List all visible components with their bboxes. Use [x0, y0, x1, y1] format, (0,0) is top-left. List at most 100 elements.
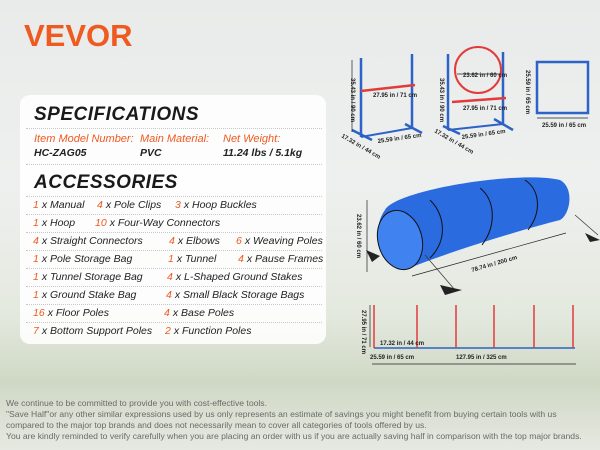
- disclaimer-line: You are kindly reminded to verify carefu…: [6, 431, 582, 441]
- accessory-label: x Bottom Support Poles: [41, 325, 153, 337]
- divider: [26, 286, 322, 287]
- tunnel-diagram: 23.62 in / 60 cm 78.74 in / 200 cm: [355, 177, 600, 295]
- jump-depth-label: 17.32 in / 44 cm: [340, 134, 381, 161]
- weight-label: Net Weight:: [223, 133, 281, 145]
- accessory-label: x Floor Poles: [47, 307, 109, 319]
- accessory-count: 4: [166, 289, 172, 301]
- jump-bar-label: 27.95 in / 71 cm: [373, 93, 417, 99]
- accessory-count: 10: [95, 217, 107, 229]
- accessory-count: 1: [33, 289, 39, 301]
- divider: [26, 250, 322, 251]
- model-label: Item Model Number:: [34, 133, 134, 145]
- divider: [26, 214, 322, 215]
- jump-width-label: 25.59 in / 65 cm: [377, 133, 421, 145]
- accessory-label: x Function Poles: [173, 325, 252, 337]
- divider: [26, 128, 322, 129]
- weave-length-label: 127.95 in / 325 cm: [456, 355, 507, 361]
- divider: [26, 164, 322, 165]
- disclaimer-line: compared to the major top brands and doe…: [6, 420, 427, 430]
- jump-diagram: 35.43 in / 90 cm 27.95 in / 71 cm 25.59 …: [340, 54, 423, 161]
- specifications-heading: SPECIFICATIONS: [34, 104, 199, 125]
- accessory-label: x Elbows: [177, 235, 220, 247]
- frame-height-label: 25.59 in / 65 cm: [524, 70, 530, 114]
- accessory-label: x L-Shaped Ground Stakes: [175, 271, 303, 283]
- specifications-card: [20, 95, 326, 344]
- jump-height-label: 35.43 in / 90 cm: [349, 78, 355, 122]
- model-value: HC-ZAG05: [34, 147, 87, 159]
- accessory-label: x Tunnel: [176, 253, 217, 265]
- tunnel-diameter-label: 23.62 in / 60 cm: [355, 214, 361, 258]
- accessory-label: x Four-Way Connectors: [109, 217, 221, 229]
- accessory-count: 16: [33, 307, 45, 319]
- accessory-count: 4: [164, 307, 170, 319]
- pause-frame-diagram: 25.59 in / 65 cm 25.59 in / 65 cm: [524, 60, 590, 129]
- accessory-label: x Straight Connectors: [41, 235, 143, 247]
- hoop-diameter-label: 23.62 in / 60 cm: [463, 73, 507, 79]
- accessory-label: x Pole Storage Bag: [41, 253, 133, 265]
- hoop-height-label: 35.43 in / 90 cm: [438, 78, 444, 122]
- divider: [26, 322, 322, 323]
- accessory-count: 4: [97, 199, 103, 211]
- accessory-label: x Tunnel Storage Bag: [41, 271, 143, 283]
- accessory-label: x Pause Frames: [246, 253, 324, 265]
- accessory-label: x Pole Clips: [105, 199, 162, 211]
- accessory-label: x Weaving Poles: [244, 235, 323, 247]
- accessories-heading: ACCESSORIES: [34, 172, 178, 193]
- accessory-label: x Ground Stake Bag: [41, 289, 137, 301]
- accessory-count: 2: [165, 325, 171, 337]
- accessory-count: 4: [167, 271, 173, 283]
- frame-width-label: 25.59 in / 65 cm: [542, 123, 586, 129]
- accessory-count: 3: [175, 199, 181, 211]
- accessory-count: 7: [33, 325, 39, 337]
- weave-height-label: 27.95 in / 71 cm: [360, 310, 366, 354]
- accessory-count: 4: [33, 235, 39, 247]
- divider: [26, 268, 322, 269]
- accessory-label: x Manual: [41, 199, 85, 211]
- divider: [26, 304, 322, 305]
- weave-poles-diagram: 27.95 in / 71 cm 17.32 in / 44 cm 25.59 …: [360, 305, 576, 365]
- accessory-label: x Base Poles: [172, 307, 235, 319]
- hoop-depth-label: 17.32 in / 44 cm: [433, 129, 474, 156]
- accessory-count: 1: [33, 217, 39, 229]
- accessory-label: x Hoop: [41, 217, 76, 229]
- hoop-bar-label: 27.95 in / 71 cm: [463, 106, 507, 112]
- accessory-count: 6: [236, 235, 242, 247]
- weave-spacing-label: 17.32 in / 44 cm: [380, 341, 424, 347]
- material-value: PVC: [140, 147, 162, 159]
- disclaimer-line: "Save Half"or any other similar expressi…: [6, 409, 557, 419]
- accessory-count: 4: [238, 253, 244, 265]
- disclaimer: We continue to be committed to provide y…: [6, 398, 582, 442]
- weight-value: 11.24 lbs / 5.1kg: [223, 147, 303, 159]
- accessory-count: 1: [33, 199, 39, 211]
- accessory-label: x Small Black Storage Bags: [174, 289, 305, 301]
- accessory-count: 1: [33, 271, 39, 283]
- accessory-count: 1: [33, 253, 39, 265]
- accessory-count: 4: [169, 235, 175, 247]
- hoop-width-label: 25.59 in / 65 cm: [461, 129, 505, 141]
- weave-base-label: 25.59 in / 65 cm: [370, 355, 414, 361]
- material-label: Main Material:: [140, 133, 210, 145]
- disclaimer-line: We continue to be committed to provide y…: [6, 398, 267, 408]
- brand-logo: VEVOR: [24, 18, 133, 53]
- divider: [26, 196, 322, 197]
- divider: [26, 232, 322, 233]
- hoop-jump-diagram: 23.62 in / 60 cm 27.95 in / 71 cm 35.43 …: [433, 46, 514, 156]
